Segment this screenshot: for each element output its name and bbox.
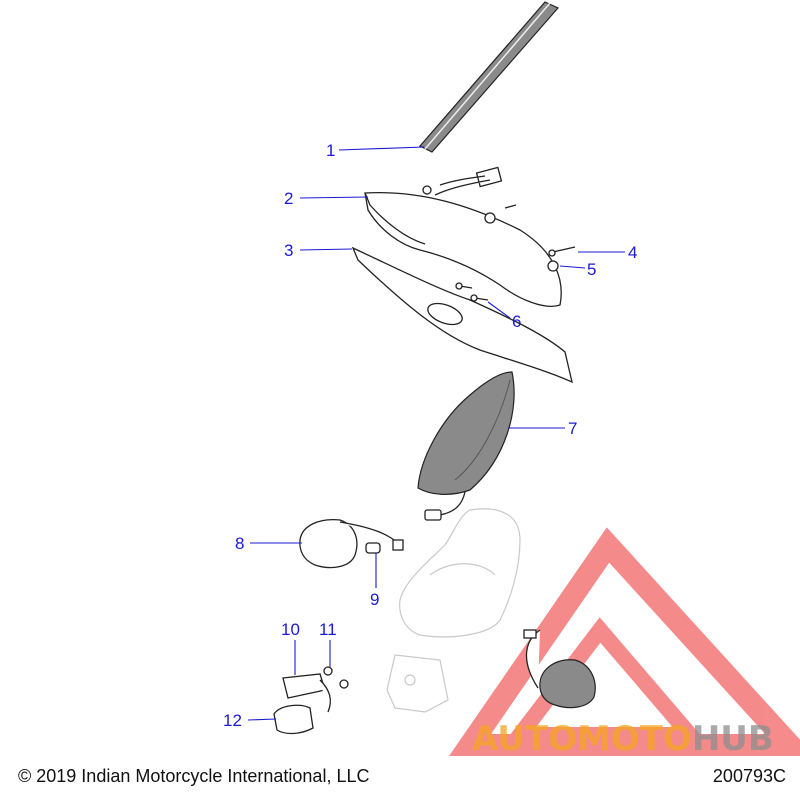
part-5-nut (547, 260, 559, 272)
fender-bracket-outline (399, 508, 521, 638)
callout-11: 11 (319, 620, 337, 639)
callout-1: 1 (326, 141, 335, 160)
part-1-trim-strip (419, 1, 559, 153)
callout-3: 3 (284, 241, 293, 260)
part-4-screw (548, 246, 576, 257)
part-8-turn-signal-left (299, 519, 404, 569)
turn-signal-right (523, 629, 596, 709)
callout-7: 7 (568, 419, 577, 438)
copyright-notice: © 2019 Indian Motorcycle International, … (18, 766, 370, 786)
part-7-tail-lens (417, 371, 515, 521)
callout-10: 10 (281, 620, 300, 639)
part-6-screws (455, 282, 489, 302)
callout-12: 12 (223, 711, 242, 730)
callout-5: 5 (587, 260, 596, 279)
watermark-triangle-outer (449, 527, 800, 756)
diagram-id: 200793C (712, 766, 786, 786)
callout-8: 8 (235, 534, 244, 553)
callout-9: 9 (370, 590, 379, 609)
callout-6: 6 (512, 312, 521, 331)
watermark-logo (449, 527, 800, 756)
part-11-nuts (323, 666, 349, 689)
part-3-bezel (351, 246, 573, 384)
part-10-license-lamp (282, 673, 331, 713)
part-9-grommet (365, 542, 381, 554)
watermark-word-orange: AUTOMOTO (472, 719, 692, 759)
watermark-text: AUTOMOTOHUB (472, 719, 774, 759)
part-2-lamp-housing (364, 166, 562, 307)
license-bracket (386, 654, 449, 713)
callout-2: 2 (284, 189, 293, 208)
callout-4: 4 (628, 243, 637, 262)
leader-lines (247, 146, 625, 721)
part-12-license-lens (273, 704, 314, 735)
watermark-word-gray: HUB (692, 719, 774, 759)
